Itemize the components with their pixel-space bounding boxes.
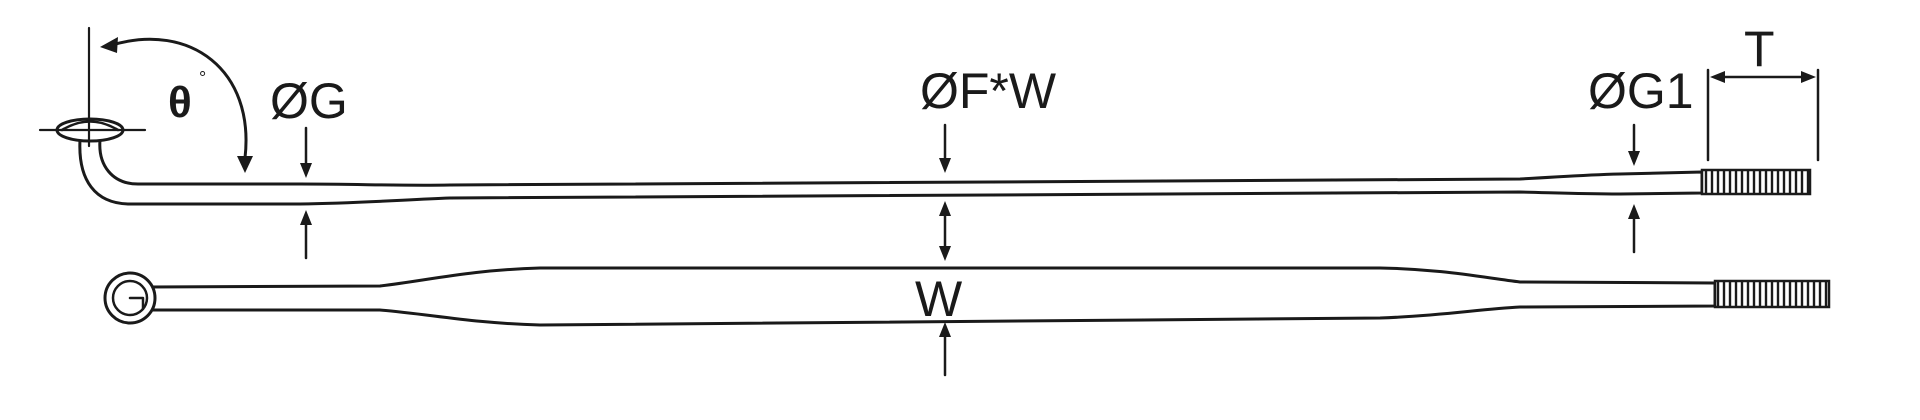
end-diameter-arrows: [1628, 123, 1640, 254]
head-diameter-label: ØG: [270, 73, 348, 129]
side-view-thread: [1700, 168, 1812, 196]
flat-width-label: W: [915, 271, 963, 327]
end-diameter-label: ØG1: [1588, 63, 1694, 119]
thread-length-label: T: [1744, 21, 1775, 77]
degree-symbol: °: [199, 68, 206, 88]
side-view-spoke: [38, 26, 1812, 206]
theta-label: θ: [168, 78, 192, 127]
angle-indicator: [100, 37, 253, 173]
head-diameter-arrows: [300, 126, 312, 260]
top-view-spoke: [103, 266, 1831, 327]
top-view-thread: [1713, 279, 1831, 309]
flat-width-arrows: [939, 322, 951, 377]
middle-diameter-arrows: [939, 123, 951, 261]
side-view-spoke-body: [78, 138, 1704, 206]
middle-diameter-label: ØF*W: [920, 63, 1057, 119]
thread-length-arrows: [1706, 68, 1820, 162]
